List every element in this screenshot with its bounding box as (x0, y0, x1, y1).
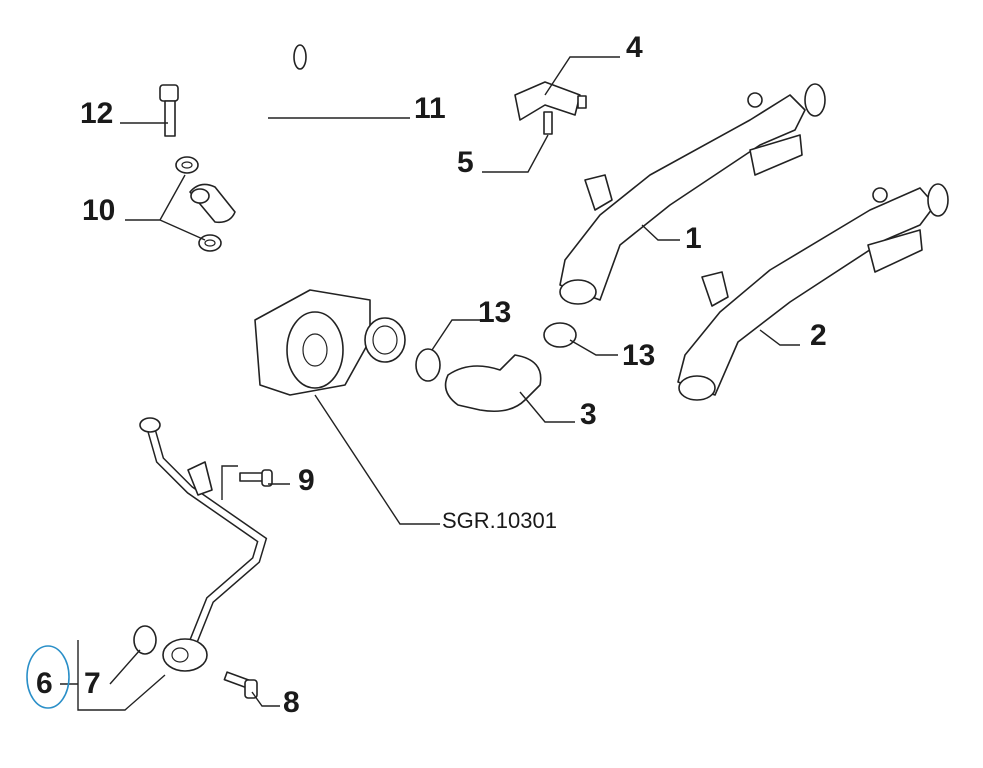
callout-13-left: 13 (478, 296, 511, 329)
part-9-bolt[interactable] (239, 469, 273, 487)
part-1-pipe[interactable] (559, 83, 826, 305)
callout-8: 8 (283, 686, 300, 719)
callout-4: 4 (626, 31, 643, 64)
callout-1: 1 (685, 222, 702, 255)
callout-5: 5 (457, 146, 474, 179)
callout-13-right: 13 (622, 339, 655, 372)
part-5-screw[interactable] (543, 111, 553, 135)
part-13-clamp-right[interactable] (543, 322, 577, 348)
part-4-bracket[interactable] (514, 81, 587, 121)
part-7-oring[interactable] (133, 625, 157, 655)
callout-2: 2 (810, 319, 827, 352)
leader-lines (60, 56, 800, 711)
part-11-pipe[interactable] (189, 44, 310, 242)
part-13-clamp-left[interactable] (415, 348, 441, 382)
callout-12: 12 (80, 97, 113, 130)
callout-7: 7 (84, 667, 101, 700)
oil-cooler-sgr-10301[interactable] (254, 289, 406, 396)
part-12-bolt[interactable] (159, 84, 179, 137)
callout-sgr-10301: SGR.10301 (442, 508, 557, 533)
part-3-hose[interactable] (444, 354, 542, 413)
part-6-pipe[interactable] (139, 417, 268, 672)
callout-9: 9 (298, 464, 315, 497)
part-2-pipe[interactable] (677, 183, 949, 401)
highlight-circle-6[interactable] (26, 645, 70, 709)
callout-11: 11 (414, 92, 446, 125)
callout-10: 10 (82, 194, 115, 227)
callout-6: 6 (36, 667, 53, 700)
part-8-bolt[interactable] (223, 671, 258, 699)
callout-3: 3 (580, 398, 597, 431)
part-10-washers[interactable] (175, 156, 222, 252)
